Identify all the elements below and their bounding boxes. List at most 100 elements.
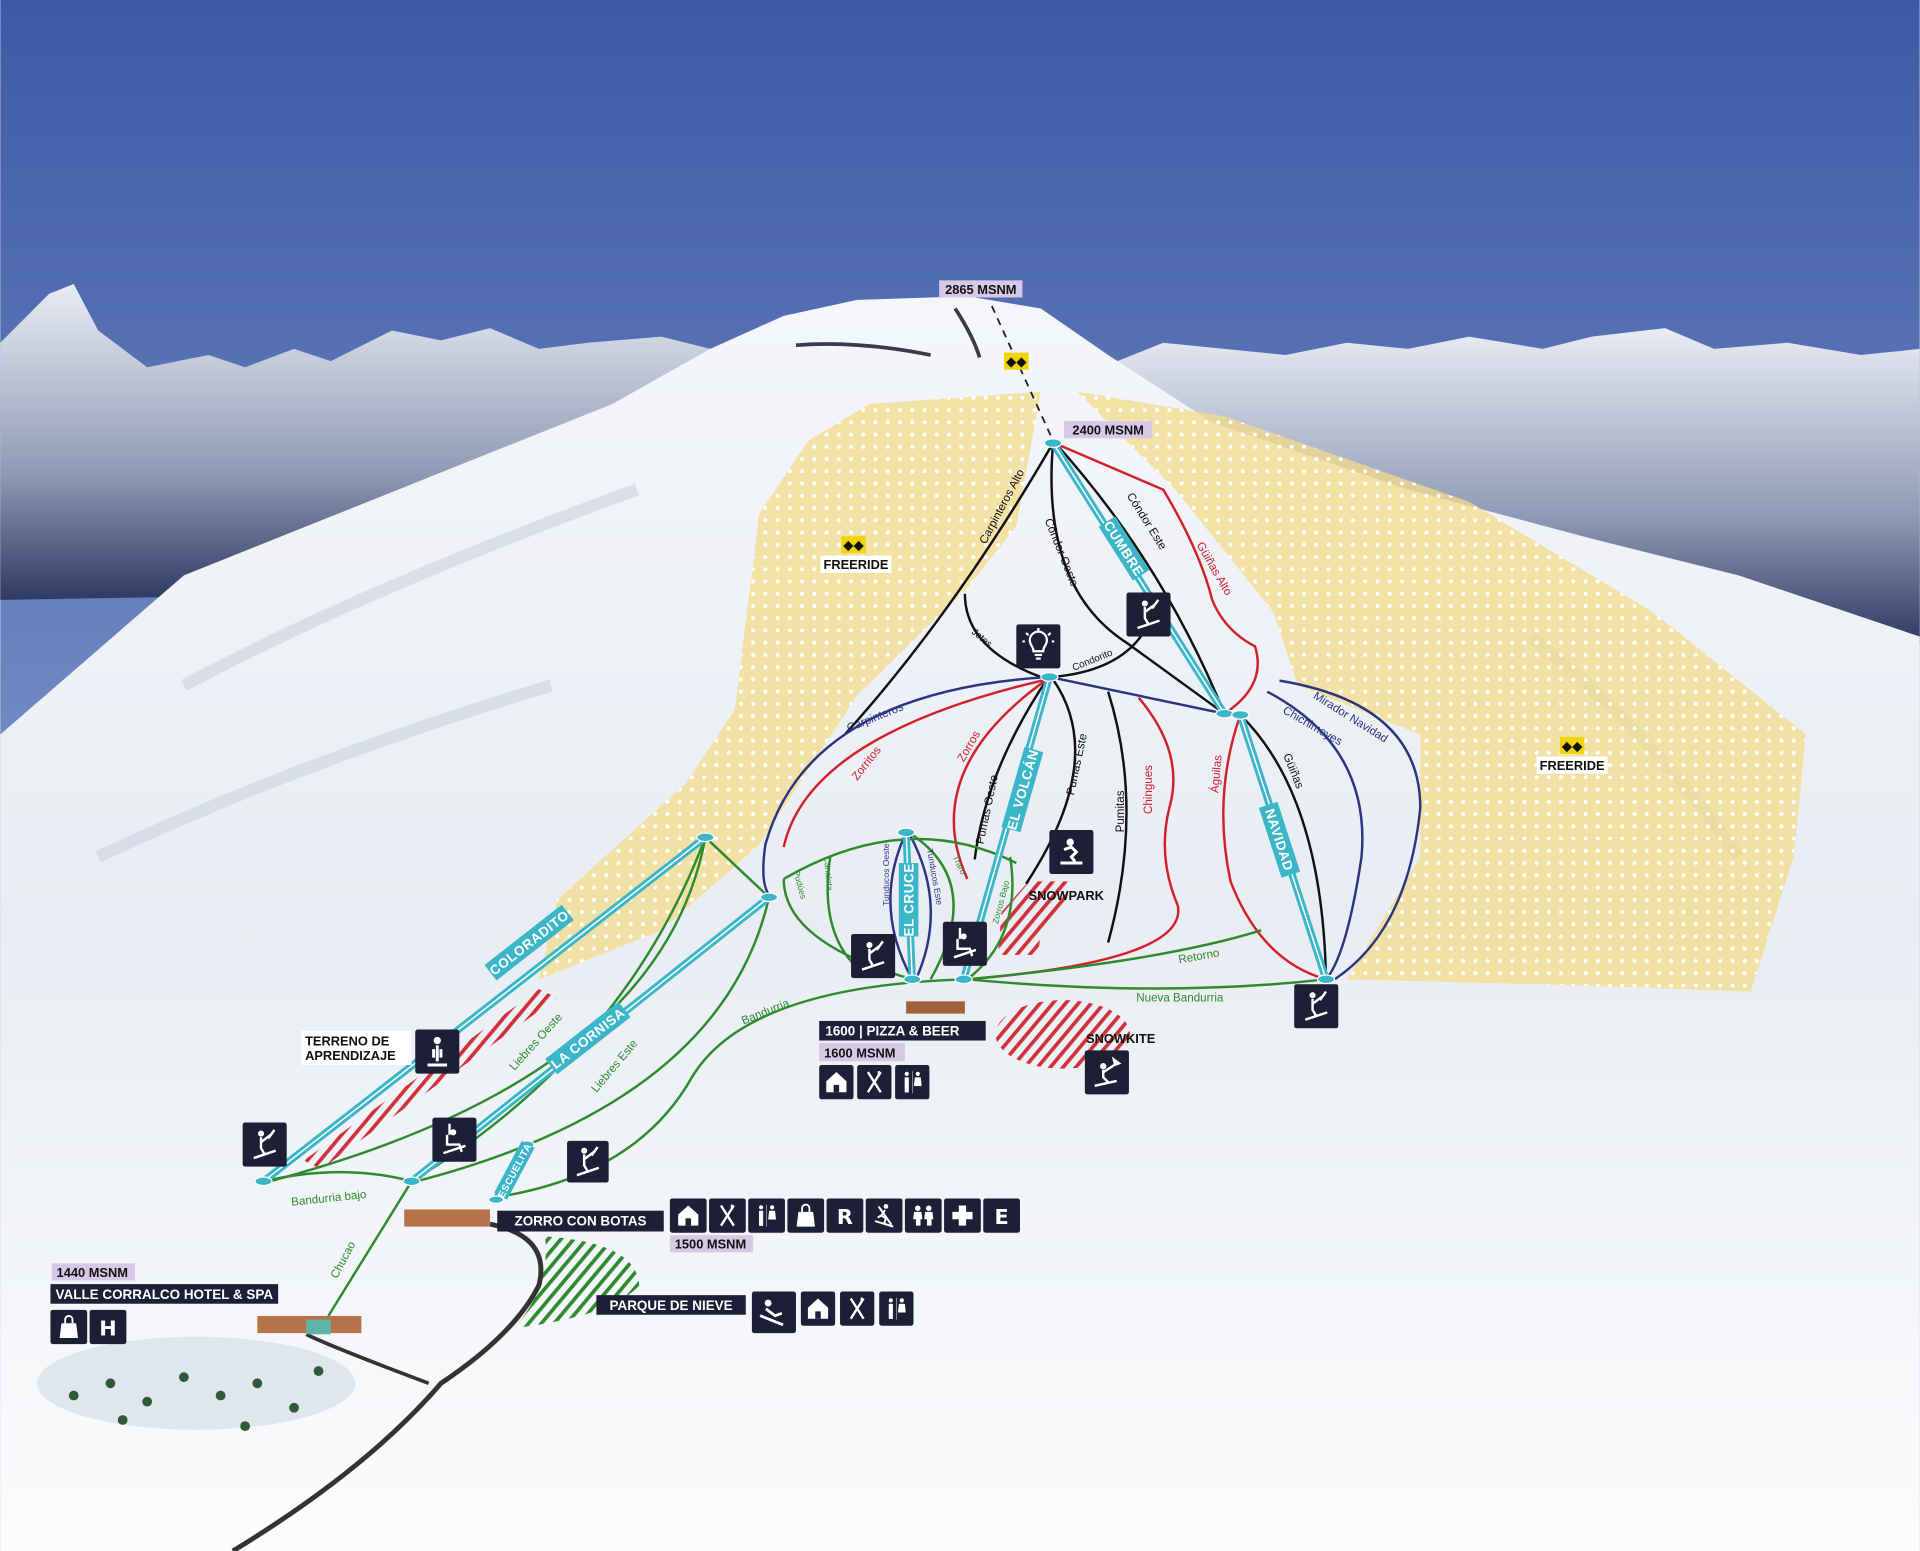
label-canaleta: Canaleta — [822, 856, 835, 891]
svg-text:2400 MSNM: 2400 MSNM — [1072, 423, 1143, 438]
label-nueva-bandurria: Nueva Bandurria — [1136, 991, 1224, 1004]
svg-text:H: H — [99, 1317, 116, 1341]
zorro-lodge-building — [404, 1209, 490, 1227]
svg-text:2865 MSNM: 2865 MSNM — [945, 282, 1016, 297]
restroom-icon — [748, 1198, 785, 1233]
trail-condor-este[interactable] — [1054, 442, 1226, 715]
chairlift-icon-el-volcan — [942, 921, 987, 966]
trail-pumas-oeste[interactable] — [973, 678, 1048, 860]
trail-chingues[interactable] — [967, 696, 1180, 981]
restaurant-icon — [840, 1291, 875, 1326]
access-road — [231, 1221, 544, 1551]
trail-mirador-navidad[interactable] — [1279, 679, 1422, 981]
expert-badge-summit: ◆◆ — [1004, 352, 1029, 370]
surface-lift-icon-el-cruce — [851, 934, 896, 979]
freeride-label-left: ◆◆ FREERIDE — [820, 536, 892, 573]
trail-tunducos-este[interactable] — [907, 831, 933, 980]
house-icon — [819, 1065, 854, 1100]
trail-chucao[interactable] — [327, 1180, 413, 1317]
skier-icon — [865, 1198, 903, 1233]
surface-lift-icon-escuelita — [567, 1140, 609, 1183]
svg-text:◆◆: ◆◆ — [1006, 355, 1027, 370]
svg-text:1600 | PIZZA & BEER: 1600 | PIZZA & BEER — [825, 1024, 959, 1039]
trail-guinas-alto[interactable] — [1059, 444, 1259, 715]
svg-text:R: R — [837, 1205, 853, 1229]
sled-icon — [751, 1291, 796, 1334]
lift-coloradito[interactable] — [259, 833, 710, 1185]
svg-text:1500 MSNM: 1500 MSNM — [675, 1237, 746, 1252]
trail-carpinteros[interactable] — [762, 675, 1050, 899]
svg-text:1600 MSNM: 1600 MSNM — [824, 1046, 895, 1061]
trail-zorros[interactable] — [952, 678, 1048, 880]
trail-guinas[interactable] — [1239, 714, 1328, 980]
trail-chichimoyes[interactable] — [1266, 690, 1364, 981]
trail-connector[interactable] — [1049, 675, 1225, 715]
lift-stations — [254, 438, 1336, 1204]
learning-zone — [303, 989, 558, 1170]
svg-text:◆◆: ◆◆ — [1562, 739, 1583, 754]
surface-lift-icon-coloradito — [242, 1122, 287, 1167]
first-aid-icon — [944, 1198, 981, 1233]
trail-jotes[interactable] — [963, 593, 1042, 679]
trail-zorritos[interactable] — [782, 678, 1048, 848]
svg-text:FREERIDE: FREERIDE — [823, 557, 888, 572]
rental-icon: R — [826, 1198, 864, 1233]
snowkite-label: SNOWKITE — [1086, 1031, 1156, 1046]
elevation-summit: 2865 MSNM — [939, 280, 1023, 298]
restaurant-icon — [857, 1065, 892, 1100]
svg-text:FREERIDE: FREERIDE — [1540, 758, 1605, 773]
hotel-label: VALLE CORRALCO HOTEL & SPA — [50, 1284, 279, 1304]
trail-bandurria-bajo[interactable] — [263, 1170, 412, 1183]
freeride-zone-left — [538, 391, 1041, 980]
label-pumitas: Pumitas — [1114, 790, 1127, 832]
restroom-icon — [895, 1065, 930, 1100]
pizza-beer-label: 1600 | PIZZA & BEER — [819, 1020, 986, 1041]
trail-condor-oeste[interactable] — [1050, 443, 1226, 715]
zorro-con-botas-label: ZORRO CON BOTAS — [497, 1210, 664, 1232]
distant-mountains-right — [1102, 328, 1920, 643]
freeride-zone-right — [1077, 391, 1806, 992]
trail-retorno[interactable] — [967, 929, 1262, 981]
trail-condorito[interactable] — [1052, 629, 1146, 679]
house-icon — [800, 1291, 836, 1326]
trail-aguilas[interactable] — [1222, 714, 1327, 981]
pizza-lodge-building — [906, 1001, 965, 1014]
svg-text:PARQUE DE NIEVE: PARQUE DE NIEVE — [610, 1298, 733, 1313]
snowkite-icon — [1084, 1050, 1129, 1095]
svg-text:E: E — [995, 1205, 1009, 1229]
trail-coloradito-connector[interactable] — [704, 836, 770, 899]
lift-label-el-cruce: EL CRUCE — [898, 863, 919, 937]
hotel-village — [36, 1315, 362, 1432]
trail-zorros-bajo[interactable] — [966, 856, 1014, 981]
surface-lift-icon-cumbre — [1126, 592, 1171, 637]
parque-de-nieve-label: PARQUE DE NIEVE — [596, 1295, 746, 1315]
svg-text:1440 MSNM: 1440 MSNM — [57, 1265, 128, 1280]
svg-text:ZORRO CON BOTAS: ZORRO CON BOTAS — [514, 1213, 646, 1228]
trail-pumitas[interactable] — [1106, 691, 1128, 943]
hotel-road — [305, 1332, 430, 1386]
standing-person-icon — [415, 1029, 460, 1074]
lift-cumbre[interactable] — [1049, 439, 1229, 718]
trail-carpinteros-alto[interactable] — [844, 442, 1055, 736]
trail-nueva-bandurria[interactable] — [967, 978, 1327, 990]
snowpark-label: SNOWPARK — [1029, 888, 1105, 903]
surface-lift-icon-navidad — [1294, 984, 1339, 1029]
svg-text:TERRENO DE: TERRENO DE — [305, 1033, 390, 1048]
trail-traro[interactable] — [907, 831, 955, 980]
elevation-pizza: 1600 MSNM — [819, 1042, 905, 1062]
trail-tunducos-oeste[interactable] — [889, 831, 914, 980]
svg-text:EL CRUCE: EL CRUCE — [901, 863, 916, 936]
house-icon — [669, 1198, 707, 1233]
summit-crater — [795, 307, 982, 358]
elevation-hotel: 1440 MSNM — [51, 1263, 135, 1281]
restaurant-icon — [709, 1198, 746, 1233]
kids-icon — [904, 1198, 942, 1233]
hotel-icon: H — [89, 1309, 127, 1345]
shop-bag-icon — [50, 1309, 88, 1345]
summit-route — [990, 305, 1054, 442]
trail-liebres-este[interactable] — [416, 897, 771, 1183]
trail-pumas-este[interactable] — [1025, 678, 1077, 885]
svg-text:VALLE CORRALCO HOTEL & SPA: VALLE CORRALCO HOTEL & SPA — [56, 1287, 274, 1302]
